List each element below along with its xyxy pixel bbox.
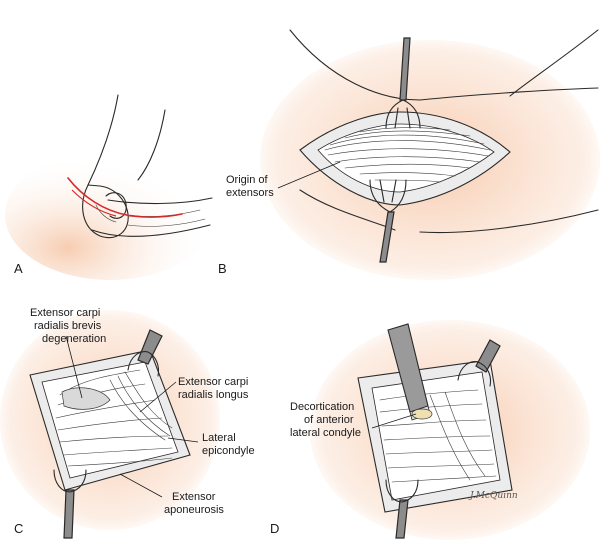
label-origin-extensors-1: Origin of (226, 174, 269, 186)
label-ecrb-3: degeneration (42, 333, 106, 345)
panel-letter-b: B (218, 261, 227, 276)
label-lateral-epicondyle-1: Lateral (202, 432, 236, 444)
panel-letter-c: C (14, 521, 23, 536)
retractor-b-bottom (379, 211, 395, 263)
retractor-c-bottom (63, 489, 75, 539)
label-extensor-aponeurosis-1: Extensor (172, 491, 216, 503)
label-extensor-aponeurosis-2: aponeurosis (164, 504, 224, 516)
label-decortication-2: of anterior (304, 414, 354, 426)
label-decortication-3: lateral condyle (290, 427, 361, 439)
label-ecrb-2: radialis brevis (34, 320, 102, 332)
panel-letter-a: A (14, 261, 23, 276)
artist-signature: J.McQuinn (468, 491, 518, 501)
label-lateral-epicondyle-2: epicondyle (202, 445, 255, 457)
label-ecrl-1: Extensor carpi (178, 376, 248, 388)
retractor-d-bottom (395, 499, 409, 539)
panel-d: Decortication of anterior lateral condyl… (270, 320, 590, 540)
label-ecrl-2: radialis longus (178, 389, 249, 401)
label-ecrb-1: Extensor carpi (30, 307, 100, 319)
panel-c: Extensor carpi radialis brevis degenerat… (0, 307, 255, 539)
incision-line (67, 177, 183, 218)
label-origin-extensors-2: extensors (226, 187, 274, 199)
retractor-c-top (137, 329, 163, 365)
panel-a: A (5, 94, 215, 280)
panel-b: Origin of extensors B (218, 29, 600, 280)
retractor-b-top (399, 37, 411, 101)
label-decortication-1: Decortication (290, 401, 354, 413)
panel-letter-d: D (270, 521, 279, 536)
